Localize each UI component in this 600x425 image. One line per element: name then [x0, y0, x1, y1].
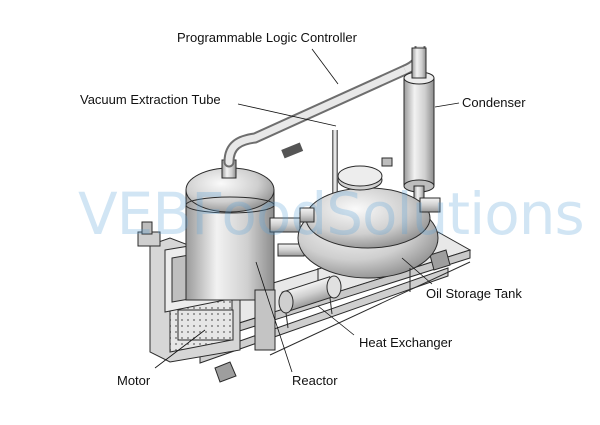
reactor-vessel: [185, 159, 305, 351]
leader-plc: [311, 48, 339, 85]
leader-reactor: [255, 261, 293, 373]
label-condenser: Condenser: [462, 95, 526, 110]
label-heat-exchanger: Heat Exchanger: [359, 335, 453, 350]
label-plc: Programmable Logic Controller: [177, 30, 358, 45]
label-vacuum-tube: Vacuum Extraction Tube: [80, 92, 221, 107]
leader-oil-tank: [401, 257, 433, 285]
watermark-text: VEBFoodSolutions: [78, 180, 584, 248]
leader-condenser: [434, 102, 460, 108]
oil-storage-tank: [297, 157, 441, 300]
leader-lines: [154, 48, 460, 373]
leader-vacuum-tube: [237, 103, 337, 127]
condenser: [403, 47, 435, 205]
heat-exchanger: [278, 275, 342, 329]
leader-motor: [154, 329, 206, 369]
label-reactor: Reactor: [292, 373, 338, 388]
label-oil-tank: Oil Storage Tank: [426, 286, 522, 301]
label-motor: Motor: [117, 373, 151, 388]
leader-heat-exchanger: [317, 305, 355, 336]
